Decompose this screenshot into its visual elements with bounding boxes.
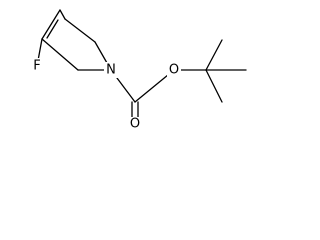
carbonyl-oxygen-label: O (130, 117, 140, 132)
fluorine-atom: F (31, 58, 43, 74)
bond-tert-methyl-top (205, 39, 223, 71)
ester-oxygen-label: O (169, 63, 179, 78)
bond-c3-c4 (59, 9, 66, 20)
ester-oxygen-atom: O (167, 62, 181, 78)
nitrogen-label: N (106, 63, 116, 78)
nitrogen-atom: N (104, 62, 118, 78)
bond-c2-c3 (64, 18, 96, 43)
carbonyl-oxygen-atom: O (128, 117, 142, 132)
bond-tert-methyl-bottom (205, 69, 223, 103)
fluorine-label: F (33, 59, 40, 74)
bond-c4-c5 (41, 9, 61, 40)
bond-c5-c6 (41, 38, 79, 71)
molecule-structure-diagram: F N O O (31, 9, 247, 132)
bond-c4-c5-double (46, 19, 59, 39)
